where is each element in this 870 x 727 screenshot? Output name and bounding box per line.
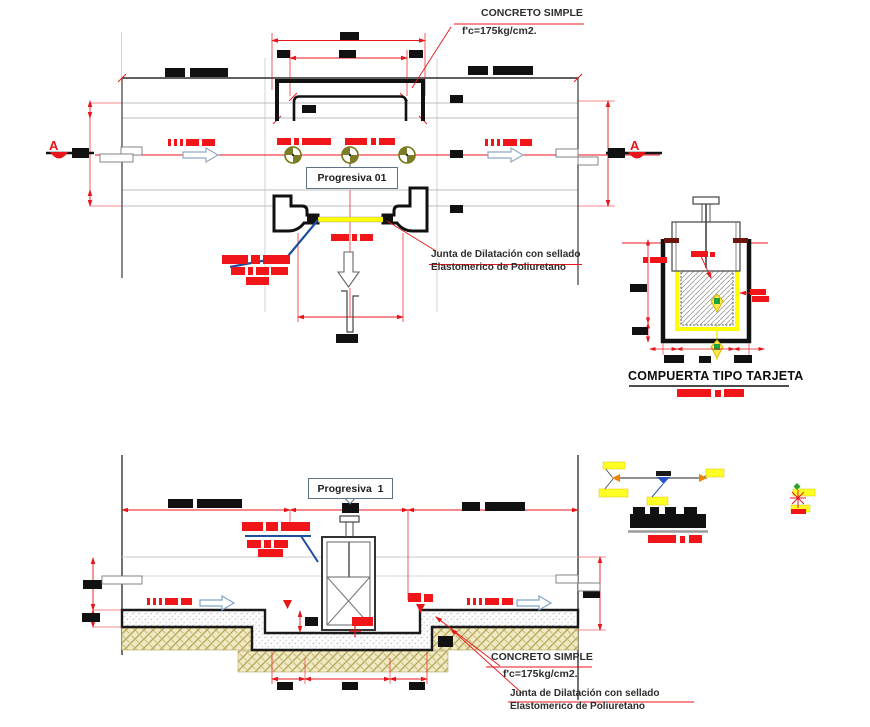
section-dimensions [90, 507, 694, 703]
plan-concrete-structure-bottom [272, 186, 429, 233]
plan-wall-joint-right [555, 148, 599, 166]
concrete-note-title-top: CONCRETO SIMPLE [481, 7, 583, 19]
plan-red-dim-text [168, 138, 532, 241]
plan-redacted-dim-text [165, 32, 533, 343]
joint-note-line1-bottom: Junta de Dilatación con sellado [510, 688, 660, 699]
callout-progresiva-1: Progresiva 1 [308, 478, 393, 499]
survey-point-icon [341, 146, 359, 164]
joint-note-line1-top: Junta de Dilatación con sellado [431, 249, 581, 260]
gate-frame [660, 239, 752, 344]
red-arrow-down [283, 600, 292, 609]
gate-card [671, 196, 741, 272]
flow-arrow-icon [516, 594, 553, 612]
red-cross-mark [349, 625, 361, 637]
gate-red-annotations [643, 251, 769, 302]
gate-handle [692, 196, 720, 205]
flow-arrow-icon [487, 146, 525, 164]
gate-redacted-dim-text [630, 284, 752, 363]
section-gate-tower [321, 515, 376, 631]
flow-arrow-icon [199, 594, 236, 612]
expansion-joint-seal [316, 216, 385, 223]
survey-point-icon [284, 146, 302, 164]
benchmark-icon [790, 483, 816, 514]
gate-detail-title: COMPUERTA TIPO TARJETA [628, 369, 804, 383]
water-level-icon [598, 461, 725, 543]
section-redacted-dim-text [82, 499, 600, 690]
plan-note-leaders [386, 23, 584, 265]
section-red-dim-text [147, 593, 513, 626]
callout-progresiva-01: Progresiva 01 [306, 167, 398, 189]
gate-slot-hatch [680, 270, 734, 326]
gate-yellow-lining [675, 250, 739, 331]
survey-point-icon [398, 146, 416, 164]
joint-note-line2-bottom: Elastomerico de Poliuretano [510, 701, 646, 712]
plan-concrete-structure-top [275, 79, 425, 121]
flow-arrow-icon [182, 146, 220, 164]
concrete-note-title-bottom: CONCRETO SIMPLE [491, 651, 593, 663]
plan-slot [341, 290, 359, 333]
red-arrow-down [416, 604, 425, 613]
concrete-note-spec-bottom: f'c=175kg/cm2. [503, 668, 578, 680]
section-view [82, 455, 694, 703]
plan-view: A A [46, 23, 662, 343]
gate-scale-redaction [677, 389, 744, 397]
joint-note-line2-top: Elastomerico de Poliuretano [431, 262, 567, 273]
plan-joint-leader [222, 219, 319, 285]
redacted-title-block [630, 507, 706, 528]
plan-channel-lines [95, 77, 660, 317]
section-marker-a-right: A [606, 138, 662, 159]
section-marker-label: A [630, 138, 640, 153]
section-concrete-floor [120, 608, 580, 652]
gate-handle [339, 515, 360, 523]
plan-wall-joint-left [99, 146, 143, 163]
elevation-marker-icon [710, 293, 724, 314]
section-marker-a-left: A [46, 138, 94, 159]
section-joint-leader [242, 522, 319, 563]
section-wall-joint-right [555, 574, 601, 592]
plan-down-arrow-icon [336, 251, 361, 288]
concrete-note-spec-top: f'c=175kg/cm2. [462, 25, 537, 37]
section-marker-label: A [49, 138, 59, 153]
section-wall-joint-left [101, 575, 143, 585]
gate-dimensions [645, 239, 765, 355]
gate-detail [622, 196, 789, 397]
